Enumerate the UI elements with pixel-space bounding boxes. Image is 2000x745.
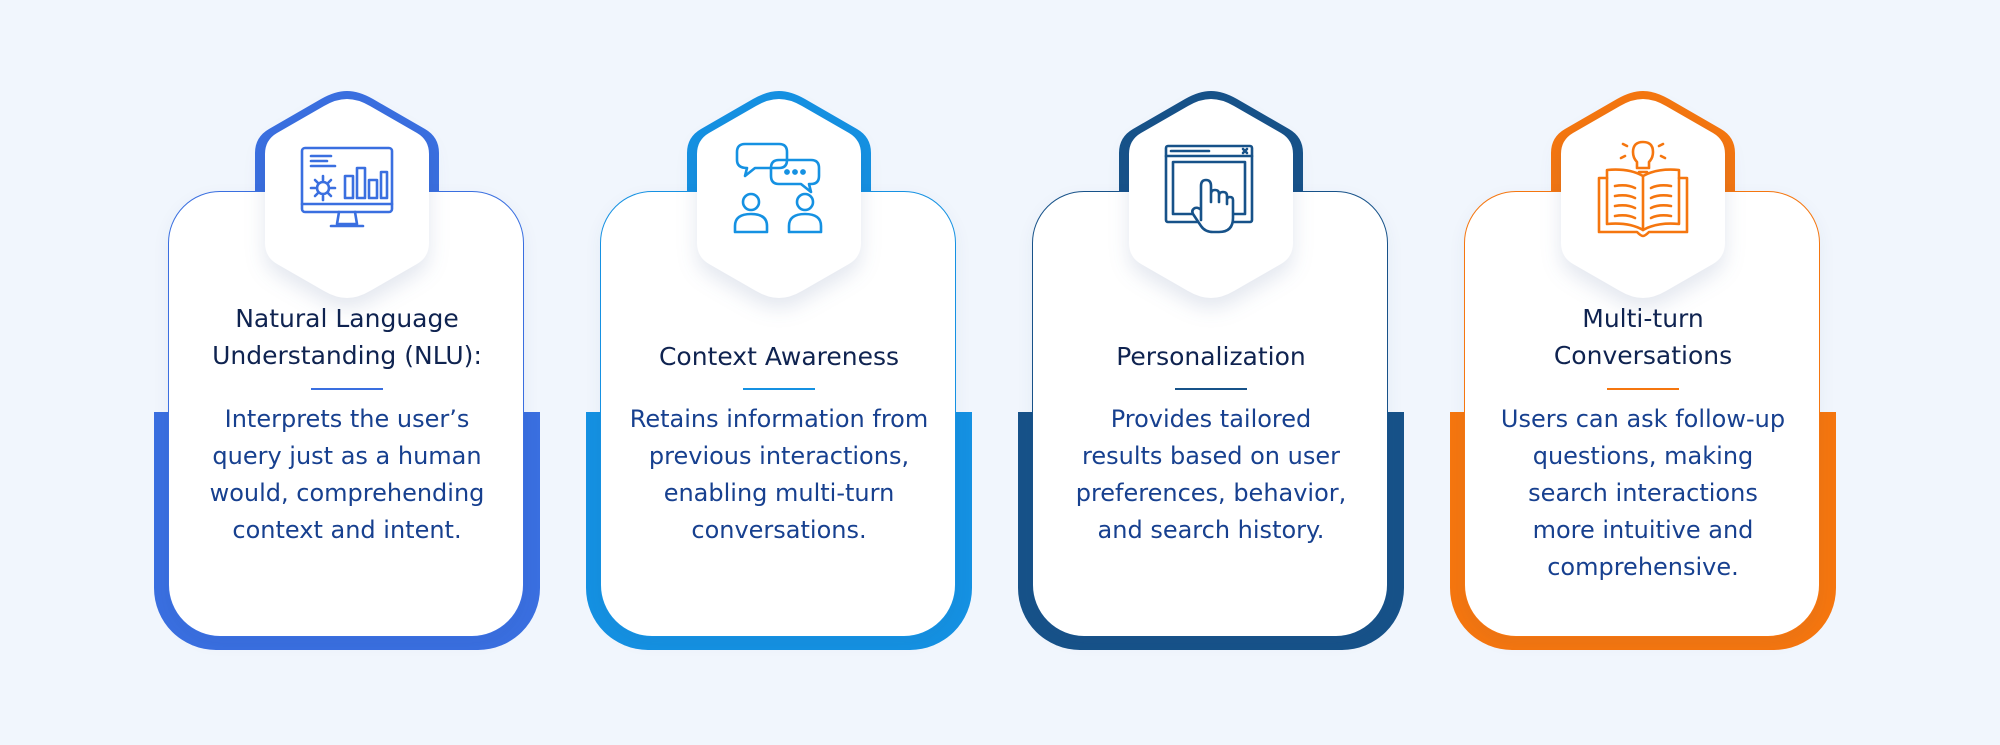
browser-pointer-icon [1164,144,1254,234]
title-divider [311,388,383,390]
title-divider [743,388,815,390]
card-description: Provides tailored results based on user … [1075,405,1347,544]
card-description: Users can ask follow-up questions, makin… [1500,405,1786,581]
monitor-analytics-icon [300,146,394,228]
book-idea-icon [1597,140,1689,238]
feature-card-multiturn: Multi-turn Conversations Users can ask f… [1450,85,1836,650]
chat-users-icon [733,142,823,234]
title-divider [1175,388,1247,390]
feature-card-context: Context Awareness Retains information fr… [586,85,972,650]
title-divider [1607,388,1679,390]
card-title: Context Awareness [658,342,900,371]
card-description: Interprets the user’s query just as a hu… [209,405,485,544]
card-title: Personalization [1116,342,1306,371]
card-title: Multi-turn Conversations [1553,304,1733,370]
feature-card-nlu: Natural Language Understanding (NLU): In… [154,85,540,650]
card-title: Natural Language Understanding (NLU): [212,304,482,370]
feature-card-personalization: Personalization Provides tailored result… [1018,85,1404,650]
card-description: Retains information from previous intera… [629,405,929,544]
